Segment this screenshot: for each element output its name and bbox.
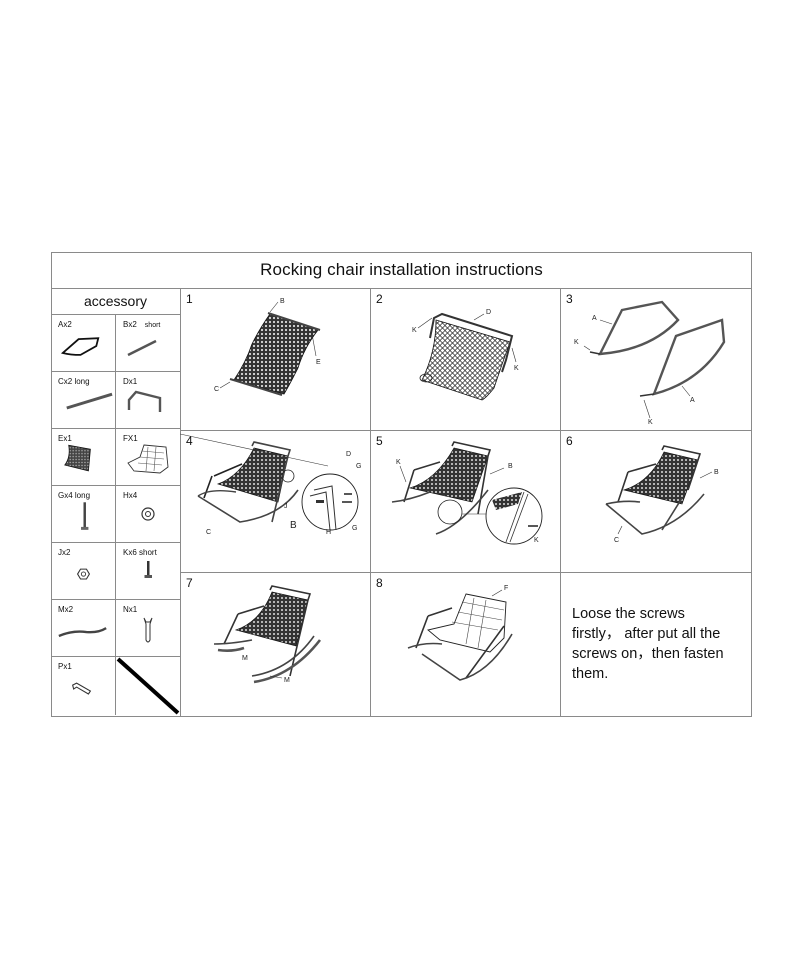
svg-text:A: A (592, 315, 597, 322)
step-6-panel: 6 B C (560, 430, 752, 573)
accessory-code: Gx4 long (58, 491, 91, 500)
accessory-item-n: Nx1 (116, 600, 180, 657)
accessory-code: Cx2 long (58, 377, 90, 386)
step-number: 3 (566, 292, 573, 306)
accessory-heading: accessory (51, 288, 180, 315)
accessory-code: Ax2 (58, 320, 72, 329)
svg-text:J: J (284, 503, 288, 510)
note-line: them. (572, 666, 609, 682)
svg-text:D: D (346, 451, 351, 458)
svg-text:B: B (714, 469, 719, 476)
step-number: 4 (186, 434, 193, 448)
backrest-frame-d-icon (127, 390, 162, 412)
mesh-seat-attach-illustration: B E C (214, 298, 321, 396)
svg-text:K: K (534, 537, 539, 544)
long-bolt-g-icon (81, 502, 89, 530)
nut-j-icon (76, 568, 91, 580)
step-number: 7 (186, 576, 193, 590)
accessory-item-p: Px1 (51, 657, 116, 715)
diagonal-slash (116, 657, 180, 715)
cushion-place-illustration: F (407, 585, 513, 681)
accessory-item-f: FX1 (116, 429, 180, 486)
accessory-item-h: Hx4 (116, 486, 180, 543)
svg-text:M: M (284, 677, 290, 684)
allen-key-p-icon (72, 682, 92, 695)
accessory-code: Dx1 (123, 377, 138, 386)
accessory-item-c: Cx2 long (51, 372, 116, 429)
long-bar-c-icon (66, 392, 113, 410)
accessory-code: Nx1 (123, 605, 138, 614)
step-number: 1 (186, 292, 193, 306)
svg-text:C: C (614, 537, 619, 544)
svg-text:B: B (290, 520, 297, 531)
svg-text:K: K (514, 365, 519, 372)
step-number: 6 (566, 434, 573, 448)
step-8-panel: 8 F (370, 572, 561, 717)
accessory-code: Px1 (58, 662, 72, 671)
rocker-strips-attach-illustration: M M (213, 585, 322, 684)
side-frames-illustration: A K A K (574, 300, 726, 426)
note-line: Loose the screws (572, 606, 685, 622)
accessory-code: Mx2 (58, 605, 74, 614)
svg-text:G: G (356, 463, 361, 470)
svg-text:M: M (242, 655, 248, 662)
svg-text:A: A (690, 397, 695, 404)
mesh-seat-e-icon (64, 444, 91, 472)
svg-text:K: K (648, 419, 653, 426)
svg-text:D: D (486, 309, 491, 316)
accessory-code: Jx2 (58, 548, 71, 557)
svg-text:C: C (206, 529, 211, 536)
accessory-code: Hx4 (123, 491, 138, 500)
short-screw-k-icon (144, 561, 152, 578)
svg-text:K: K (412, 327, 417, 334)
cushion-f-icon (127, 444, 169, 474)
svg-text:H: H (326, 529, 331, 536)
svg-text:C: C (214, 386, 219, 393)
side-frame-a-icon (60, 337, 100, 356)
backrest-frame-attach-illustration: K D K (412, 309, 519, 401)
chair-crossbar-illustration: B C (605, 445, 719, 544)
step-5-panel: 5 K B K (370, 430, 561, 573)
step-4-panel: 4 D G J B H G C (180, 430, 371, 573)
svg-text:K: K (396, 459, 401, 466)
svg-text:B: B (508, 463, 513, 470)
step-number: 8 (376, 576, 383, 590)
svg-text:G: G (352, 525, 357, 532)
accessory-empty-cell (116, 657, 180, 715)
step-3-panel: 3 A K A K (560, 288, 752, 431)
step-7-panel: 7 M M (180, 572, 371, 717)
note-line: firstly， after put all the (572, 626, 721, 642)
accessory-item-a: Ax2 (51, 315, 116, 372)
assembly-note: Loose the screws firstly， after put all … (572, 604, 752, 684)
page-title: Rocking chair installation instructions (51, 252, 752, 289)
chair-assembly-with-detail-illustration: D G J B H G C (180, 433, 361, 536)
chair-screws-detail-illustration: K B K (391, 441, 543, 545)
accessory-item-g: Gx4 long (51, 486, 116, 543)
svg-text:K: K (574, 339, 579, 346)
step-2-panel: 2 K D K (370, 288, 561, 431)
accessory-item-e: Ex1 (51, 429, 116, 486)
accessory-item-m: Mx2 (51, 600, 116, 657)
accessory-code: Ex1 (58, 434, 72, 443)
wrench-n-icon (143, 617, 153, 643)
accessory-item-d: Dx1 (116, 372, 180, 429)
svg-text:F: F (504, 585, 508, 592)
note-line: screws on，then fasten (572, 646, 724, 662)
svg-text:E: E (316, 359, 321, 366)
step-1-panel: 1 B E C (180, 288, 371, 431)
accessory-code: FX1 (123, 434, 138, 443)
step-number: 5 (376, 434, 383, 448)
short-bar-b-icon (127, 339, 157, 357)
accessory-item-k: Kx6 short (116, 543, 180, 600)
rocker-strip-m-icon (58, 627, 107, 638)
accessory-item-j: Jx2 (51, 543, 116, 600)
washer-h-icon (141, 507, 155, 521)
svg-text:B: B (280, 298, 285, 305)
step-number: 2 (376, 292, 383, 306)
accessory-code: Kx6 short (123, 548, 157, 557)
